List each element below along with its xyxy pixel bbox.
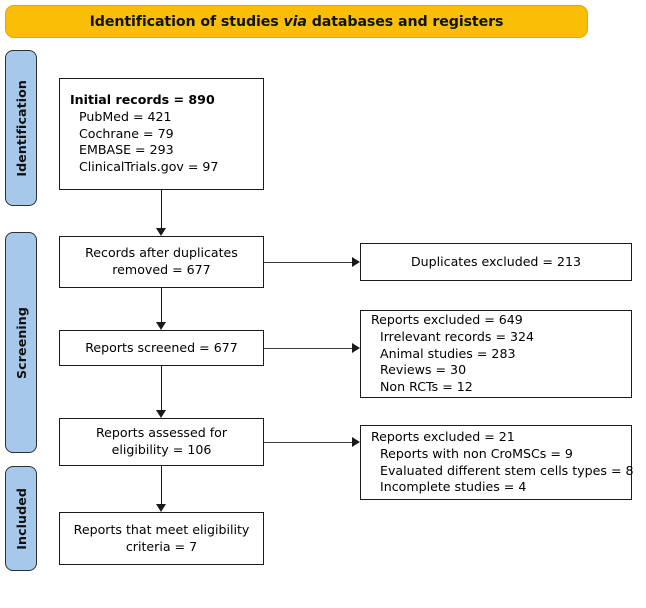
excluded-screening-reason-nonrct: Non RCTs = 12	[380, 379, 473, 395]
connector-to-duplicates-excluded	[264, 262, 352, 263]
header-title-suffix: databases and registers	[306, 13, 504, 30]
page-title: Identification of studies via databases …	[90, 14, 504, 30]
stage-label-identification-text: Identification	[13, 79, 29, 177]
header-title-prefix: Identification of studies	[89, 13, 284, 30]
initial-records-source-pubmed: PubMed = 421	[79, 108, 172, 124]
box-records-after-duplicates: Records after duplicates removed = 677	[59, 236, 264, 288]
records-after-duplicates-line2: removed = 677	[112, 262, 211, 277]
stage-label-screening: Screening	[5, 232, 37, 453]
arrowhead-to-excluded-screening	[352, 342, 360, 353]
connector-to-excluded-eligibility	[264, 442, 352, 443]
initial-records-title: Initial records = 890	[70, 92, 215, 108]
excluded-screening-reason-reviews: Reviews = 30	[380, 362, 467, 378]
stage-label-included: Included	[5, 466, 37, 571]
excluded-eligibility-title: Reports excluded = 21	[371, 429, 515, 445]
reports-assessed-line2: eligibility = 106	[111, 442, 212, 457]
excluded-eligibility-reason-incomplete: Incomplete studies = 4	[380, 479, 527, 495]
diagram-header-banner: Identification of studies via databases …	[5, 5, 588, 38]
excluded-eligibility-reason-stemcells: Evaluated different stem cells types = 8	[380, 462, 634, 478]
box-reports-screened: Reports screened = 677	[59, 330, 264, 366]
reports-included-line2: criteria = 7	[125, 538, 198, 554]
reports-screened-line1: Reports screened = 677	[85, 339, 238, 355]
connector-screened-to-assessed	[161, 366, 162, 410]
initial-records-source-clinicaltrials: ClinicalTrials.gov = 97	[79, 159, 219, 175]
box-reports-meeting-criteria: Reports that meet eligibility criteria =…	[59, 512, 264, 565]
arrowhead-to-excluded-eligibility	[352, 436, 360, 447]
reports-assessed-line1: Reports assessed for	[95, 425, 228, 441]
arrowhead-to-duplicates-excluded	[352, 256, 360, 267]
connector-initial-to-duplicates	[161, 190, 162, 228]
header-title-emphasis: via	[283, 13, 307, 30]
initial-records-source-embase: EMBASE = 293	[79, 142, 174, 158]
box-initial-records: Initial records = 890 PubMed = 421 Cochr…	[59, 78, 264, 190]
arrowhead-screened-to-assessed	[155, 410, 166, 418]
stage-label-included-text: Included	[13, 487, 29, 550]
excluded-screening-reason-animal: Animal studies = 283	[380, 345, 516, 361]
connector-duplicates-to-screened	[161, 288, 162, 322]
box-duplicates-excluded: Duplicates excluded = 213	[360, 243, 632, 281]
arrowhead-initial-to-duplicates	[155, 228, 166, 236]
excluded-screening-title: Reports excluded = 649	[371, 312, 523, 328]
arrowhead-duplicates-to-screened	[155, 322, 166, 330]
records-after-duplicates-line1: Records after duplicates	[85, 245, 238, 261]
box-reports-excluded-screening: Reports excluded = 649 Irrelevant record…	[360, 310, 632, 398]
connector-to-excluded-screening	[264, 348, 352, 349]
initial-records-source-cochrane: Cochrane = 79	[79, 125, 174, 141]
stage-label-identification: Identification	[5, 50, 37, 206]
duplicates-excluded-title: Duplicates excluded = 213	[410, 253, 582, 269]
box-reports-assessed-eligibility: Reports assessed for eligibility = 106	[59, 418, 264, 466]
excluded-eligibility-reason-cromscs: Reports with non CroMSCs = 9	[380, 445, 573, 461]
connector-assessed-to-included	[161, 466, 162, 504]
stage-label-screening-text: Screening	[13, 306, 29, 379]
arrowhead-assessed-to-included	[155, 504, 166, 512]
excluded-screening-reason-irrelevant: Irrelevant records = 324	[380, 328, 535, 344]
reports-included-line1: Reports that meet eligibility	[73, 521, 250, 537]
box-reports-excluded-eligibility: Reports excluded = 21 Reports with non C…	[360, 425, 634, 500]
